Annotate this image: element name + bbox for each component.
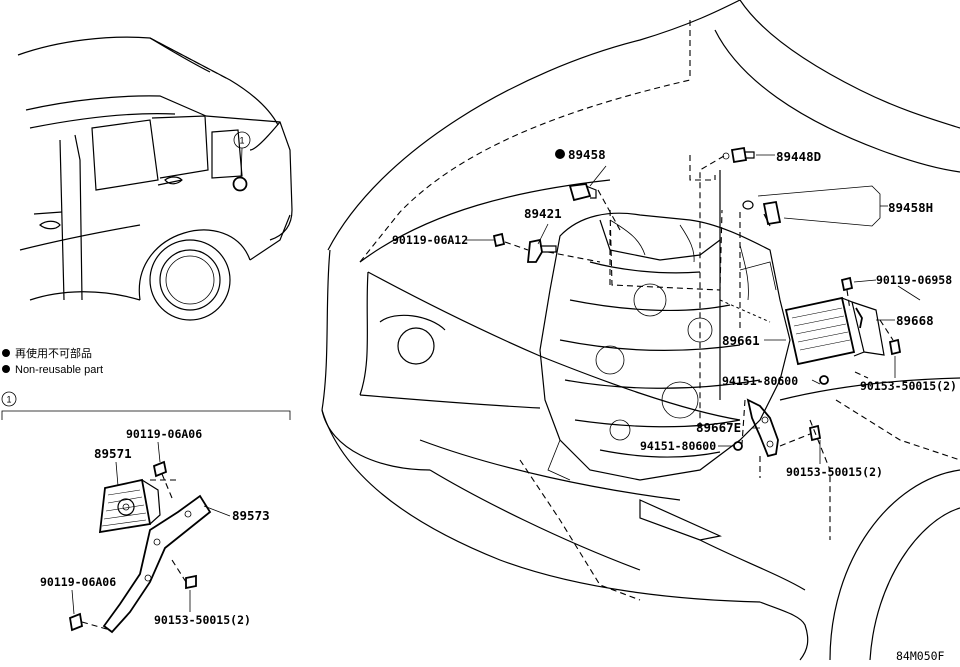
vehicle-rear-quarter-view: 1 xyxy=(17,36,293,321)
legend-en-text: Non-reusable part xyxy=(15,364,103,376)
bolt-icon xyxy=(492,232,506,248)
non-reusable-marker-icon xyxy=(2,365,10,373)
diagram-code: 84M050F xyxy=(896,649,945,663)
sensor-89458-shape xyxy=(568,183,597,202)
vehicle-front-view xyxy=(321,0,960,661)
bolt-icon xyxy=(68,612,111,632)
part-number-89448D: 89448D xyxy=(776,149,821,164)
part-number-89458: 89458 xyxy=(568,147,606,162)
part-number-89661: 89661 xyxy=(722,333,760,348)
part-number-89667E: 89667E xyxy=(696,420,741,435)
engine-assembly xyxy=(539,209,791,481)
legend: 再使用不可部品 Non-reusable part xyxy=(2,346,103,376)
bolt-icon xyxy=(840,276,854,292)
inset-detail-1: 1 90119-06A06 xyxy=(1,391,291,634)
nut-icon xyxy=(819,375,829,385)
part-number-90119-06A12: 90119-06A12 xyxy=(392,233,468,247)
part-number-90153-50015-inset: 90153-50015(2) xyxy=(154,613,251,627)
part-number-89573: 89573 xyxy=(232,508,270,523)
bracket-89667E-shape xyxy=(746,398,779,458)
svg-text:1: 1 xyxy=(239,136,244,146)
bolt-icon xyxy=(888,338,902,356)
part-number-89571: 89571 xyxy=(94,446,132,461)
ecu-89661-shape xyxy=(784,296,885,366)
inset-callout-number: 1 xyxy=(6,395,11,405)
part-number-90119-06A06-top: 90119-06A06 xyxy=(126,427,202,441)
non-reusable-marker-icon xyxy=(2,349,10,357)
sensor-89448D-shape xyxy=(722,146,755,164)
non-reusable-marker-icon xyxy=(555,149,565,159)
part-number-90119-06958: 90119-06958 xyxy=(876,273,952,287)
bolt-icon xyxy=(150,460,176,499)
sensor-89458H-shape xyxy=(742,200,782,227)
bracket-89573-shape xyxy=(102,494,212,634)
sensor-89421-shape xyxy=(527,238,557,263)
part-number-89668: 89668 xyxy=(896,313,934,328)
bolt-icon xyxy=(171,559,197,590)
part-number-89421: 89421 xyxy=(524,206,562,221)
bolt-icon xyxy=(808,424,822,442)
part-number-90153-50015-lower: 90153-50015(2) xyxy=(786,465,883,479)
legend-jp-text: 再使用不可部品 xyxy=(15,346,92,360)
callout-circle-icon xyxy=(1,391,17,407)
part-number-94151-80600-upper: 94151-80600 xyxy=(722,374,798,388)
nut-icon xyxy=(733,441,743,451)
part-number-89458H: 89458H xyxy=(888,200,933,215)
part-number-90119-06A06-bottom: 90119-06A06 xyxy=(40,575,116,589)
part-number-90153-50015-upper: 90153-50015(2) xyxy=(860,379,957,393)
part-number-94151-80600-lower: 94151-80600 xyxy=(640,439,716,453)
actuator-89571-shape xyxy=(98,478,152,534)
